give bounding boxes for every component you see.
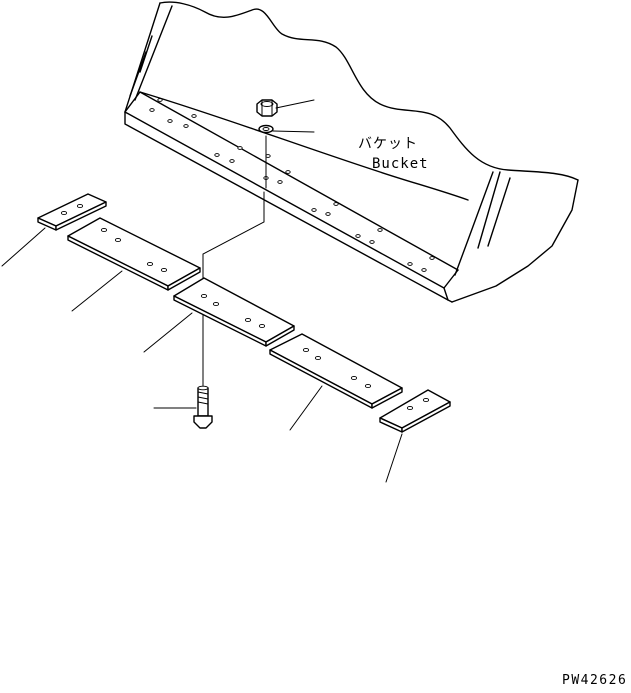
- leader-washer: [272, 130, 315, 133]
- bucket-torn-edge: [159, 1, 579, 181]
- bucket-inner-fold: [139, 91, 469, 201]
- bucket-right-seam: [487, 177, 511, 247]
- bucket-label-english: Bucket: [372, 156, 429, 172]
- bucket-label-japanese: バケット: [358, 136, 418, 152]
- leader-end-bit-left: [1, 227, 46, 267]
- plow-bolt: [193, 385, 213, 429]
- leader-end-bit-right: [385, 433, 403, 483]
- end-bit-left: [37, 193, 107, 231]
- end-bit-right: [379, 389, 451, 433]
- bucket: [124, 1, 579, 303]
- washer: [258, 124, 274, 134]
- cutting-edge-3: [269, 333, 403, 409]
- bucket-left-side: [124, 2, 173, 113]
- bucket-lip-holes: [149, 98, 435, 272]
- bucket-left-side-inner: [129, 35, 153, 97]
- drawing-number: PW42626: [562, 673, 628, 688]
- bucket-right-side: [451, 179, 579, 303]
- cutting-edge-2: [173, 277, 295, 347]
- bucket-right-inner: [454, 171, 501, 276]
- leader-nut: [275, 99, 315, 109]
- cutting-edge-1: [67, 217, 201, 291]
- bucket-lip-bottom: [124, 111, 453, 303]
- bucket-lip-end: [443, 287, 449, 301]
- assembly-line-offset: [202, 191, 265, 293]
- bucket-lip-top: [124, 91, 459, 271]
- leader-cutting-edge-2: [143, 312, 193, 353]
- leader-cutting-edge-1: [71, 270, 123, 312]
- leader-cutting-edge-3: [289, 385, 323, 431]
- nut: [256, 99, 278, 117]
